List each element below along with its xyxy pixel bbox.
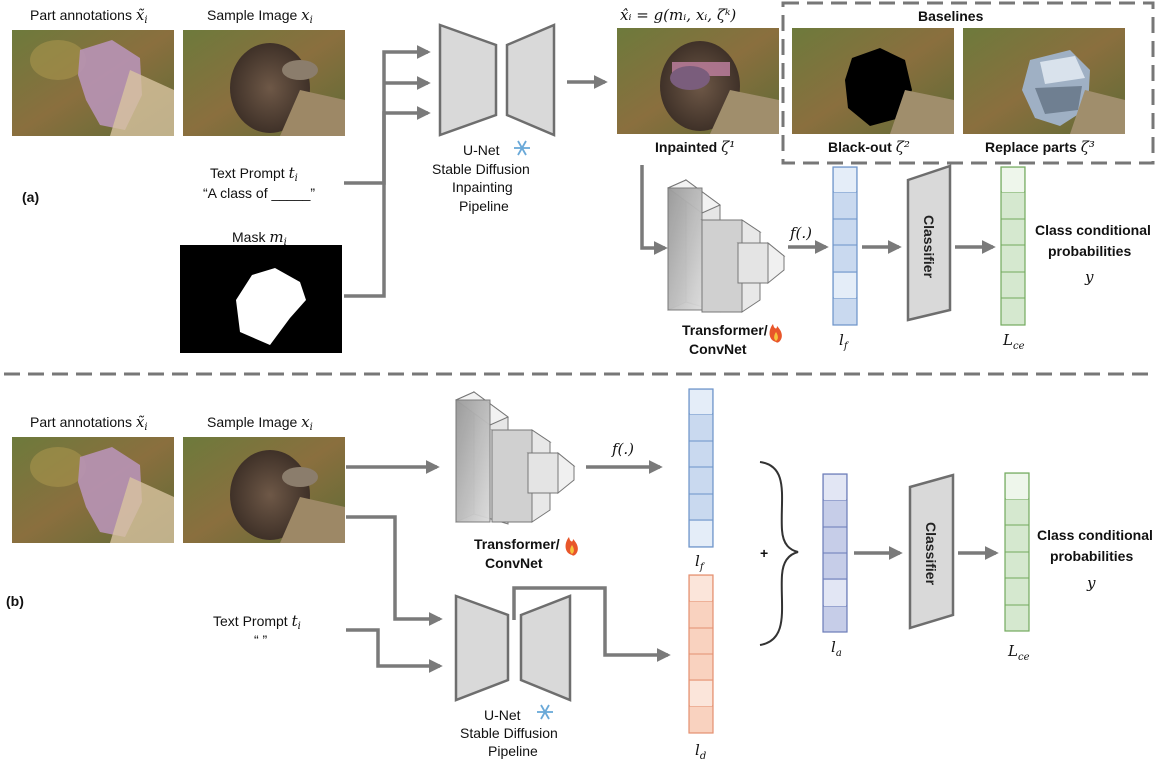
lf-label-b: lf (695, 552, 706, 573)
unet-label-a1: U-Net (463, 142, 500, 158)
image-to-unet-arrow-b (346, 515, 443, 626)
backbone-label-b2: ConvNet (485, 555, 543, 571)
ccp-label-b2: probabilities (1050, 548, 1133, 564)
backbone-a (667, 179, 786, 313)
feature-vector-la (822, 473, 848, 633)
feature-vector-lf-a (832, 166, 858, 326)
lf-label-a: lf (839, 331, 850, 352)
unet-label-b3: Pipeline (488, 743, 538, 759)
panel-a-tag: (a) (22, 189, 39, 205)
unet-label-a3: Inpainting (452, 179, 513, 195)
unet-label-a4: Pipeline (459, 198, 509, 214)
backbone-b (455, 391, 576, 525)
prompt-value-a: “A class of _____” (203, 185, 315, 201)
mask-image (180, 245, 342, 353)
svg-text:Classifier: Classifier (921, 215, 937, 279)
inpainted-to-backbone-arrow (640, 165, 668, 255)
baselines-title: Baselines (918, 8, 984, 24)
panel-b-tag: (b) (6, 593, 24, 609)
fire-icon (769, 324, 782, 343)
concat-brace (759, 461, 799, 646)
ccp-label-a1: Class conditional (1035, 222, 1151, 238)
panel-a: Part annotations x̃i Sample Image xi Tex… (12, 1, 1155, 357)
ccp-label-a2: probabilities (1048, 243, 1131, 259)
prompt-value-b: “ ” (254, 632, 268, 648)
unet-inpainting (438, 23, 556, 137)
fire-icon (565, 537, 578, 556)
unet-pipeline-b (454, 594, 572, 702)
part-annotation-image-b (12, 437, 174, 543)
unet-label-b2: Stable Diffusion (460, 725, 558, 741)
inpainted-image (617, 28, 779, 134)
sample-image-label-a: Sample Image xi (207, 6, 313, 26)
sample-image-label-b: Sample Image xi (207, 413, 313, 433)
classifier-a: Classifier (906, 164, 952, 322)
snowflake-icon (537, 704, 553, 720)
replace-parts-label: Replace parts ζ³ (985, 138, 1095, 156)
f-label-a: f(.) (789, 224, 812, 242)
y-label-a: y (1084, 268, 1094, 286)
la-label: la (831, 638, 842, 659)
part-annotations-label-a: Part annotations x̃i (30, 6, 148, 26)
inpainted-label: Inpainted ζ¹ (655, 138, 735, 156)
blackout-label: Black-out ζ² (828, 138, 910, 156)
backbone-label-a2: ConvNet (689, 341, 747, 357)
snowflake-icon (514, 140, 530, 156)
panel-b: Part annotations x̃i Sample Image xi (b)… (6, 388, 1153, 762)
text-prompt-label-a: Text Prompt ti (210, 164, 298, 184)
text-prompt-label-b: Text Prompt ti (213, 612, 301, 632)
ccp-label-b1: Class conditional (1037, 527, 1153, 543)
part-annotation-image-a (12, 30, 174, 136)
classifier-b: Classifier (908, 473, 955, 630)
feature-vector-lf-b (688, 388, 714, 548)
lce-label-a: Lce (1002, 331, 1025, 352)
lce-label-b: Lce (1007, 642, 1030, 663)
input-arrows-a (344, 45, 431, 298)
ld-label: ld (695, 741, 706, 762)
inpaint-formula: x̂ᵢ = g(mᵢ, xᵢ, ζᵏ) (620, 6, 736, 24)
unet-label-b1: U-Net (484, 707, 521, 723)
unet-label-a2: Stable Diffusion (432, 161, 530, 177)
feature-vector-lce-a (1000, 166, 1026, 326)
sample-image-a (183, 30, 345, 136)
backbone-label-a1: Transformer/ (682, 322, 768, 338)
sample-image-b (183, 437, 345, 543)
mask-label: Mask mi (232, 228, 287, 248)
blackout-image (792, 28, 954, 134)
svg-text:Classifier: Classifier (923, 522, 939, 586)
part-annotations-label-b: Part annotations x̃i (30, 413, 148, 433)
backbone-label-b1: Transformer/ (474, 536, 560, 552)
replace-parts-image (963, 28, 1125, 134)
y-label-b: y (1086, 574, 1096, 592)
unet-to-ld-arrow (512, 586, 671, 662)
plus-sign: + (760, 545, 768, 561)
f-label-b: f(.) (611, 440, 634, 458)
feature-vector-lce-b (1004, 472, 1030, 632)
prompt-to-unet-arrow-b (346, 628, 443, 673)
feature-vector-ld (688, 574, 714, 734)
